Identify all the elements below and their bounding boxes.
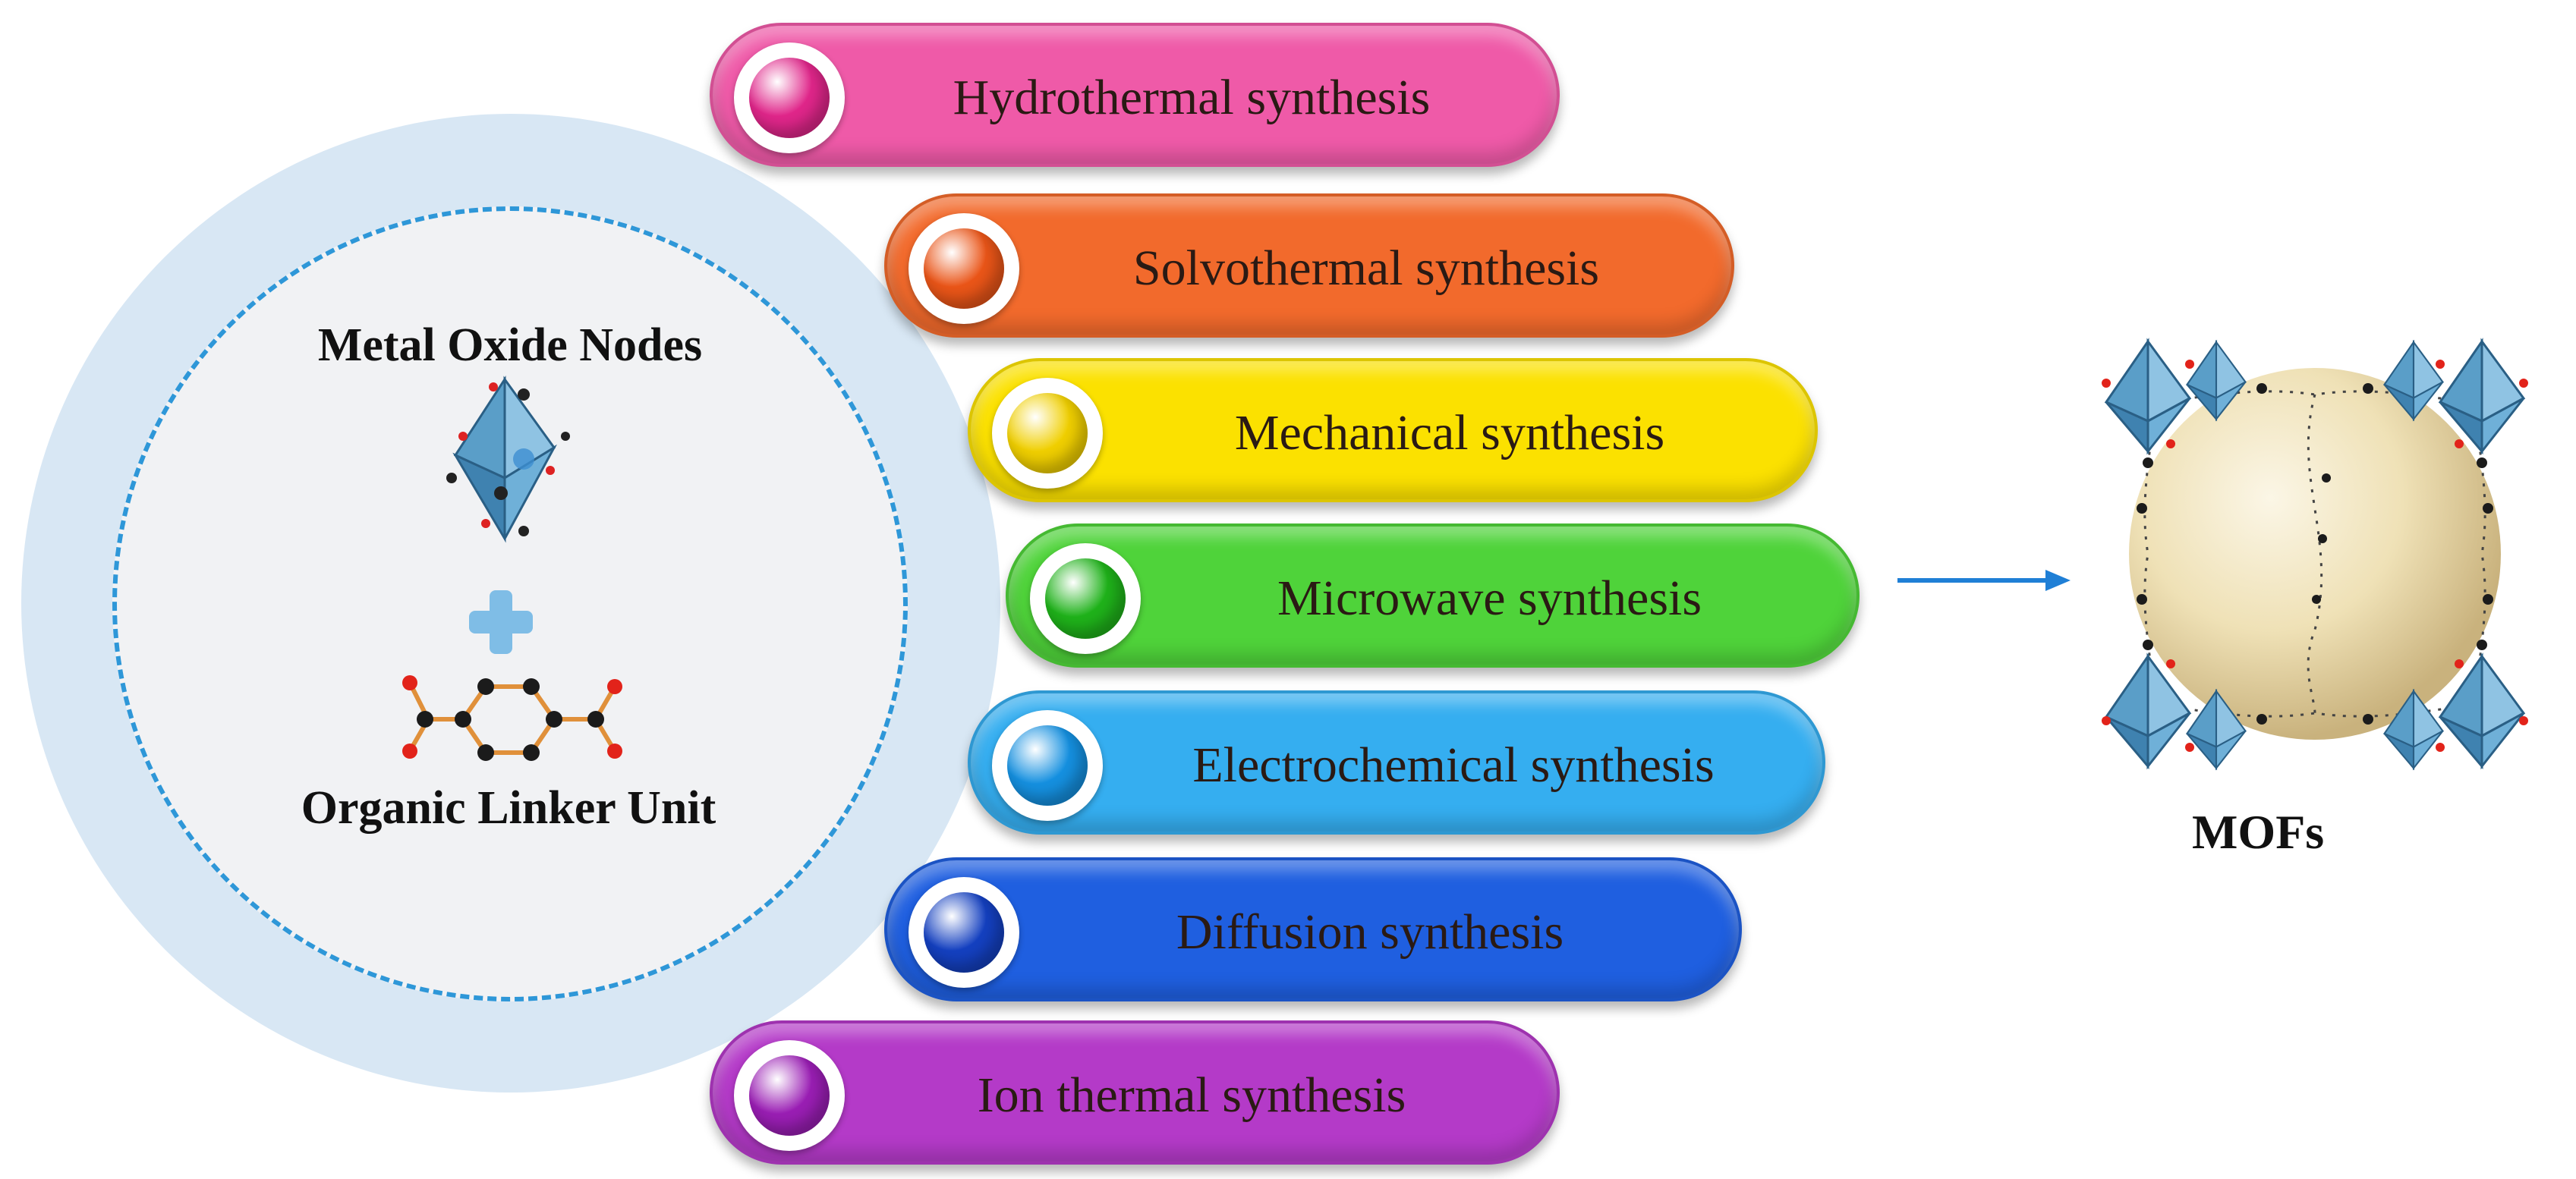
pill-ball bbox=[1045, 558, 1126, 639]
metal-oxide-node-icon bbox=[446, 375, 570, 543]
pill-ring bbox=[992, 378, 1103, 489]
mof-structure-icon bbox=[2102, 338, 2528, 771]
method-pill-mechanical: Mechanical synthesis bbox=[968, 358, 1818, 502]
method-label: Ion thermal synthesis bbox=[977, 1067, 1406, 1123]
method-pill-diffusion: Diffusion synthesis bbox=[884, 857, 1742, 1001]
mofs-label: MOFs bbox=[2192, 805, 2325, 859]
organic-linker-unit-label: Organic Linker Unit bbox=[301, 782, 716, 834]
pill-ball bbox=[924, 892, 1004, 973]
pill-ball bbox=[1007, 725, 1088, 806]
metal-oxide-nodes-label: Metal Oxide Nodes bbox=[317, 319, 703, 371]
method-pill-hydrothermal: Hydrothermal synthesis bbox=[710, 23, 1560, 167]
arrow-icon bbox=[1897, 570, 2071, 591]
method-label: Solvothermal synthesis bbox=[1132, 241, 1600, 296]
pill-ring bbox=[909, 877, 1019, 988]
method-label: Hydrothermal synthesis bbox=[953, 70, 1431, 125]
method-label: Electrochemical synthesis bbox=[1192, 737, 1715, 793]
pill-ball bbox=[1007, 393, 1088, 473]
plus-icon bbox=[469, 590, 533, 654]
method-label: Microwave synthesis bbox=[1277, 571, 1702, 626]
method-pill-solvothermal: Solvothermal synthesis bbox=[884, 193, 1734, 338]
pill-ring bbox=[734, 1040, 845, 1151]
pill-ball bbox=[749, 1055, 830, 1136]
method-pill-electrochemical: Electrochemical synthesis bbox=[968, 690, 1825, 835]
pill-ball bbox=[749, 58, 830, 138]
pill-ring bbox=[1030, 543, 1141, 654]
pill-ball bbox=[924, 228, 1004, 309]
method-pill-ion-thermal: Ion thermal synthesis bbox=[710, 1020, 1560, 1165]
pill-ring bbox=[909, 213, 1019, 324]
pill-ring bbox=[734, 42, 845, 153]
method-pill-microwave: Microwave synthesis bbox=[1006, 523, 1860, 668]
method-label: Diffusion synthesis bbox=[1176, 904, 1564, 960]
pill-ring bbox=[992, 710, 1103, 821]
method-label: Mechanical synthesis bbox=[1234, 405, 1665, 461]
organic-linker-icon bbox=[402, 675, 622, 761]
